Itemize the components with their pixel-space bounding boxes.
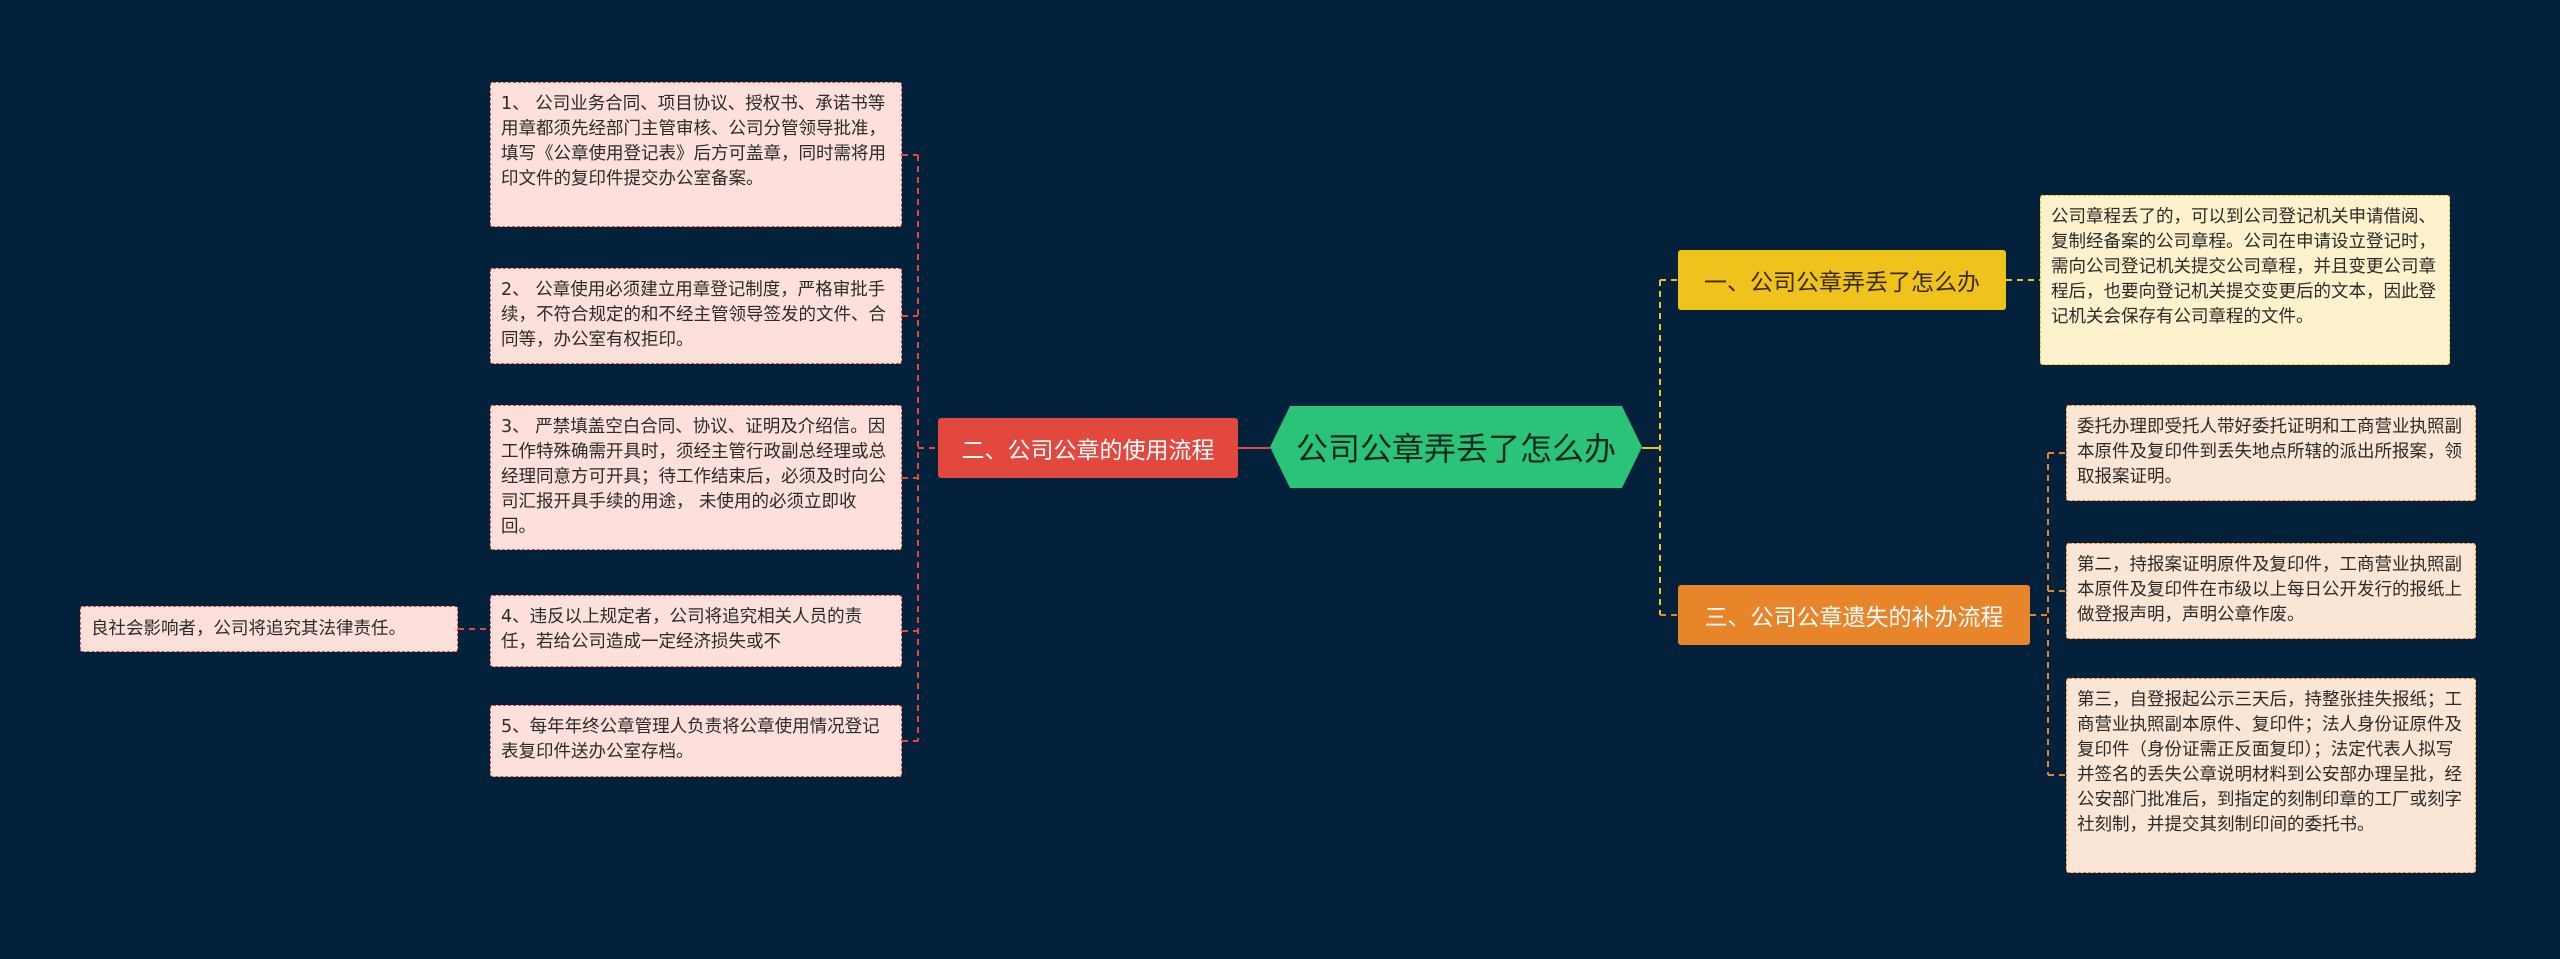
usage-item-4-sub[interactable]: 良社会影响者，公司将追究其法律责任。	[80, 606, 458, 652]
reissue-item-3[interactable]: 第三，自登报起公示三天后，持整张挂失报纸；工商营业执照副本原件、复印件；法人身份…	[2066, 678, 2476, 873]
usage-item-2[interactable]: 2、 公章使用必须建立用章登记制度，严格审批手续，不符合规定的和不经主管领导签发…	[490, 268, 902, 364]
usage-item-5[interactable]: 5、每年年终公章管理人负责将公章使用情况登记表复印件送办公室存档。	[490, 705, 902, 777]
root-topic[interactable]: 公司公章弄丢了怎么办	[1270, 406, 1642, 488]
usage-item-4[interactable]: 4、违反以上规定者，公司将追究相关人员的责任，若给公司造成一定经济损失或不	[490, 595, 902, 667]
usage-item-3[interactable]: 3、 严禁填盖空白合同、协议、证明及介绍信。因工作特殊确需开具时，须经主管行政副…	[490, 405, 902, 550]
reissue-item-2[interactable]: 第二，持报案证明原件及复印件，工商营业执照副本原件及复印件在市级以上每日公开发行…	[2066, 543, 2476, 639]
branch-reissue-process[interactable]: 三、公司公章遗失的补办流程	[1678, 585, 2030, 645]
branch-usage-process[interactable]: 二、公司公章的使用流程	[938, 418, 1238, 478]
lost-item[interactable]: 公司章程丢了的，可以到公司登记机关申请借阅、复制经备案的公司章程。公司在申请设立…	[2040, 195, 2450, 365]
reissue-item-1[interactable]: 委托办理即受托人带好委托证明和工商营业执照副本原件及复印件到丢失地点所辖的派出所…	[2066, 405, 2476, 501]
usage-item-1[interactable]: 1、 公司业务合同、项目协议、授权书、承诺书等用章都须先经部门主管审核、公司分管…	[490, 82, 902, 227]
branch-lost-seal[interactable]: 一、公司公章弄丢了怎么办	[1678, 250, 2006, 310]
